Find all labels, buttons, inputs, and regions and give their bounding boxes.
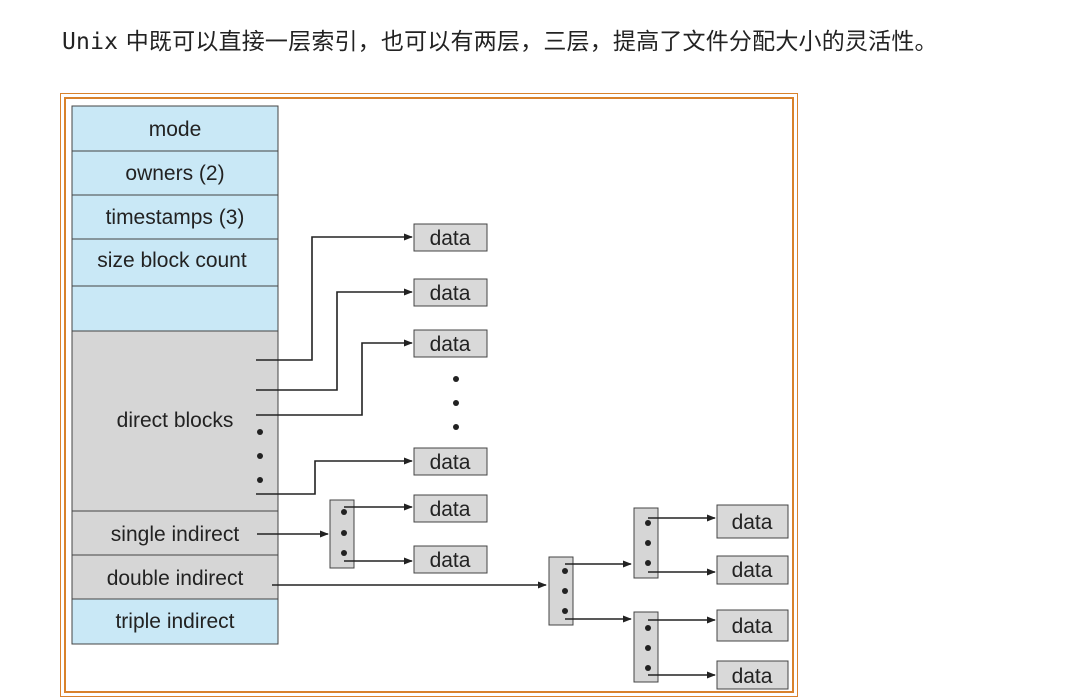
ellipsis-dot xyxy=(562,608,568,614)
ellipsis-dot xyxy=(645,540,651,546)
ellipsis-dot xyxy=(645,645,651,651)
inode-row-size xyxy=(71,238,279,287)
pointer-arrow xyxy=(256,288,413,391)
label-owners: owners (2) xyxy=(125,162,224,185)
data-label: data xyxy=(430,549,471,572)
data-label: data xyxy=(430,498,471,521)
ellipsis-dot xyxy=(257,477,263,483)
data-label: data xyxy=(732,511,773,534)
inode-row-timestamps xyxy=(71,194,279,240)
data-block xyxy=(413,329,488,358)
ellipsis-dot xyxy=(562,568,568,574)
index-block xyxy=(548,556,574,626)
ellipsis-dot xyxy=(341,509,347,515)
data-label: data xyxy=(430,227,471,250)
inode-row-mode xyxy=(71,105,279,152)
inode-row-triple-indirect xyxy=(71,598,279,645)
pointer-arrow xyxy=(256,339,413,416)
inode-row-owners xyxy=(71,150,279,196)
ellipsis-dot xyxy=(341,550,347,556)
label-direct-blocks: direct blocks xyxy=(117,409,234,432)
inode-row-double-indirect xyxy=(71,554,279,600)
data-block xyxy=(413,447,488,476)
ellipsis-dot xyxy=(645,520,651,526)
pointer-arrow xyxy=(256,457,413,495)
data-label: data xyxy=(732,665,773,688)
inode-row-single-indirect xyxy=(71,510,279,556)
data-block xyxy=(413,545,488,574)
direct-data-blocks: data data data data xyxy=(413,223,488,476)
data-block xyxy=(716,504,789,539)
second-level-index-lower: data data xyxy=(633,609,789,690)
second-level-index-upper: data data xyxy=(633,504,789,585)
data-label: data xyxy=(430,451,471,474)
paragraph: Unix 中既可以直接一层索引，也可以有两层，三层，提高了文件分配大小的灵活性。 xyxy=(6,22,1086,62)
data-block xyxy=(716,660,789,690)
data-block xyxy=(716,609,789,642)
data-block xyxy=(716,555,789,585)
data-block xyxy=(413,223,488,252)
ellipsis-dot xyxy=(453,424,459,430)
inode-row-direct-blocks xyxy=(71,330,279,512)
ellipsis-dot xyxy=(341,530,347,536)
paragraph-code: Unix xyxy=(62,29,119,55)
data-label: data xyxy=(732,615,773,638)
inode-table: mode owners (2) timestamps (3) size bloc… xyxy=(71,105,279,645)
ellipsis-dot xyxy=(453,376,459,382)
inode-row-empty xyxy=(71,285,279,332)
label-size-block-count: size block count xyxy=(97,249,247,272)
label-mode: mode xyxy=(149,118,202,141)
pointer-arrow xyxy=(256,233,413,361)
double-indirect-block xyxy=(548,556,632,626)
label-timestamps: timestamps (3) xyxy=(106,206,245,229)
ellipsis-dot xyxy=(562,588,568,594)
data-label: data xyxy=(430,333,471,356)
label-double-indirect: double indirect xyxy=(107,567,244,590)
label-single-indirect: single indirect xyxy=(111,523,240,546)
data-block xyxy=(413,494,488,523)
direct-pointers xyxy=(256,233,547,589)
data-label: data xyxy=(430,282,471,305)
ellipsis-dot xyxy=(257,429,263,435)
data-block xyxy=(413,278,488,307)
label-triple-indirect: triple indirect xyxy=(115,610,234,633)
paragraph-text: 中既可以直接一层索引，也可以有两层，三层，提高了文件分配大小的灵活性。 xyxy=(118,29,938,55)
ellipsis-dot xyxy=(645,665,651,671)
data-label: data xyxy=(732,559,773,582)
ellipsis-dot xyxy=(257,453,263,459)
ellipsis-dot xyxy=(645,625,651,631)
single-indirect-block: data data xyxy=(329,494,488,574)
ellipsis-dot xyxy=(453,400,459,406)
ellipsis-dot xyxy=(645,560,651,566)
